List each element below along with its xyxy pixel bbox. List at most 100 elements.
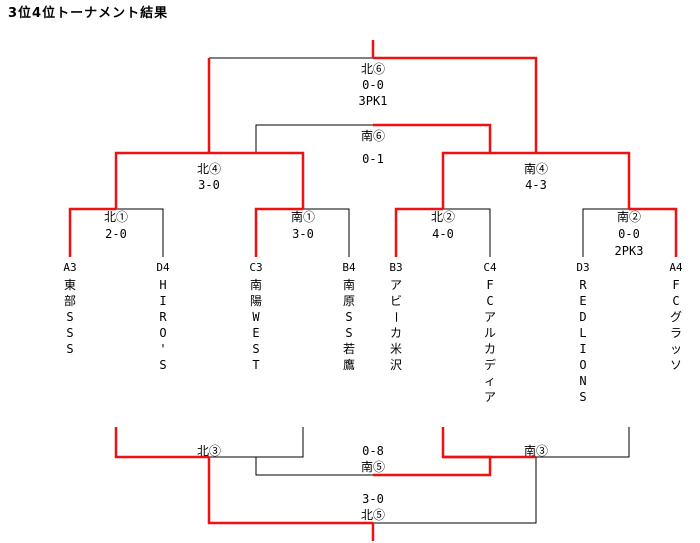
team-name-char: 鷹 (343, 357, 355, 372)
match-score-minami4: 4-3 (525, 178, 547, 192)
team-name-char: D (579, 310, 586, 324)
winner-line (441, 427, 536, 459)
team-name-char: ー (389, 311, 403, 323)
team-name-char: E (252, 326, 259, 340)
team-code-7: A4 (669, 261, 683, 274)
team-name-char: S (66, 326, 73, 340)
team-name-char: F (672, 278, 679, 292)
bracket-line (255, 124, 373, 153)
team-name-char: N (579, 374, 586, 388)
bracket-line (443, 208, 491, 257)
team-name-char: ア (484, 390, 496, 404)
team-name-char: 陽 (250, 294, 262, 308)
team-name-char: 南 (250, 277, 262, 292)
match-pk-kita6: 3PK1 (359, 94, 388, 108)
team-name-char: 若 (343, 342, 355, 356)
match-score-kita4: 3-0 (198, 178, 220, 192)
team-name-char: S (66, 342, 73, 356)
match-label-minami4: 南④ (524, 161, 548, 176)
team-name-char: S (345, 310, 352, 324)
team-name-char: F (486, 278, 493, 292)
team-name-char: 沢 (390, 358, 402, 372)
bracket-line (373, 457, 537, 524)
winner-line (254, 207, 303, 257)
team-name-char: 東 (64, 278, 76, 292)
team-name-char: ラ (670, 326, 682, 340)
team-code-4: B3 (389, 261, 402, 274)
team-name-char: L (579, 326, 586, 340)
team-name-char: H (159, 278, 166, 292)
match-score-kita1: 2-0 (105, 227, 127, 241)
winner-line (68, 207, 116, 257)
bracket-line (116, 208, 164, 257)
team-name-char: E (579, 294, 586, 308)
winner-line (629, 207, 678, 257)
team-name-char: カ (484, 342, 496, 356)
team-name-char: S (579, 390, 586, 404)
team-code-2: C3 (249, 261, 262, 274)
team-name-char: ビ (390, 294, 402, 308)
winner-line (490, 151, 631, 209)
team-name-char: R (159, 310, 167, 324)
winner-line (373, 455, 492, 477)
team-name-char: グ (670, 310, 682, 324)
team-name-char: カ (390, 326, 402, 340)
team-name-char: デ (484, 357, 496, 372)
match-score-minami2: 0-0 (618, 227, 640, 241)
match-label-kita1: 北① (104, 210, 128, 224)
team-code-5: C4 (483, 261, 497, 274)
team-name-char: C (672, 294, 679, 308)
team-name-char: ア (390, 278, 402, 292)
team-name-char: 米 (390, 342, 402, 356)
winner-line (373, 123, 492, 209)
team-name-char: I (579, 342, 586, 356)
winner-line (207, 457, 373, 525)
page-title: 3位4位トーナメント結果 (8, 6, 169, 21)
match-label-minami3: 南③ (524, 443, 548, 458)
winner-line (394, 207, 443, 257)
bracket-line (255, 457, 373, 476)
match-score-minami6: 0-1 (362, 152, 384, 166)
team-code-0: A3 (63, 261, 76, 274)
team-name-char: W (252, 310, 260, 324)
match-label-minami6: 南⑥ (361, 128, 385, 143)
match-label-kita3: 北③ (197, 444, 221, 458)
team-name-char: ッ (670, 342, 682, 356)
team-name-char: ィ (484, 374, 496, 388)
team-name-char: ' (159, 342, 166, 356)
team-name-char: ア (484, 310, 496, 324)
match-label-minami2: 南② (617, 209, 641, 224)
team-name-char: T (252, 358, 259, 372)
team-name-char: S (252, 342, 259, 356)
team-code-6: D3 (576, 261, 589, 274)
team-name-char: 部 (64, 293, 76, 308)
team-name-char: I (159, 294, 166, 308)
match-score-kita5: 3-0 (362, 492, 384, 506)
winner-line (373, 56, 538, 153)
match-label-kita4: 北④ (197, 162, 221, 176)
bracket-line (536, 427, 630, 458)
match-score-minami5: 0-8 (362, 444, 384, 458)
match-label-minami5: 南⑤ (361, 459, 385, 474)
team-name-char: R (579, 278, 587, 292)
team-name-char: O (579, 358, 586, 372)
team-code-3: B4 (342, 261, 356, 274)
match-score-kita2: 4-0 (432, 227, 454, 241)
team-name-char: 南 (343, 277, 355, 292)
match-label-kita5: 北⑤ (361, 508, 385, 522)
match-label-kita2: 北② (431, 210, 455, 224)
team-name-char: O (159, 326, 166, 340)
bracket-line (582, 208, 629, 257)
bracket-line (303, 208, 350, 257)
team-name-char: ル (484, 326, 496, 340)
match-score-minami1: 3-0 (292, 227, 314, 241)
match-pk-minami2: 2PK3 (615, 244, 644, 258)
team-code-1: D4 (156, 261, 170, 274)
match-label-kita6: 北⑥ (361, 62, 385, 76)
team-name-char: S (345, 326, 352, 340)
winner-line (114, 427, 209, 459)
team-name-char: C (486, 294, 493, 308)
match-label-minami1: 南① (291, 209, 315, 224)
bracket-line (209, 427, 304, 458)
